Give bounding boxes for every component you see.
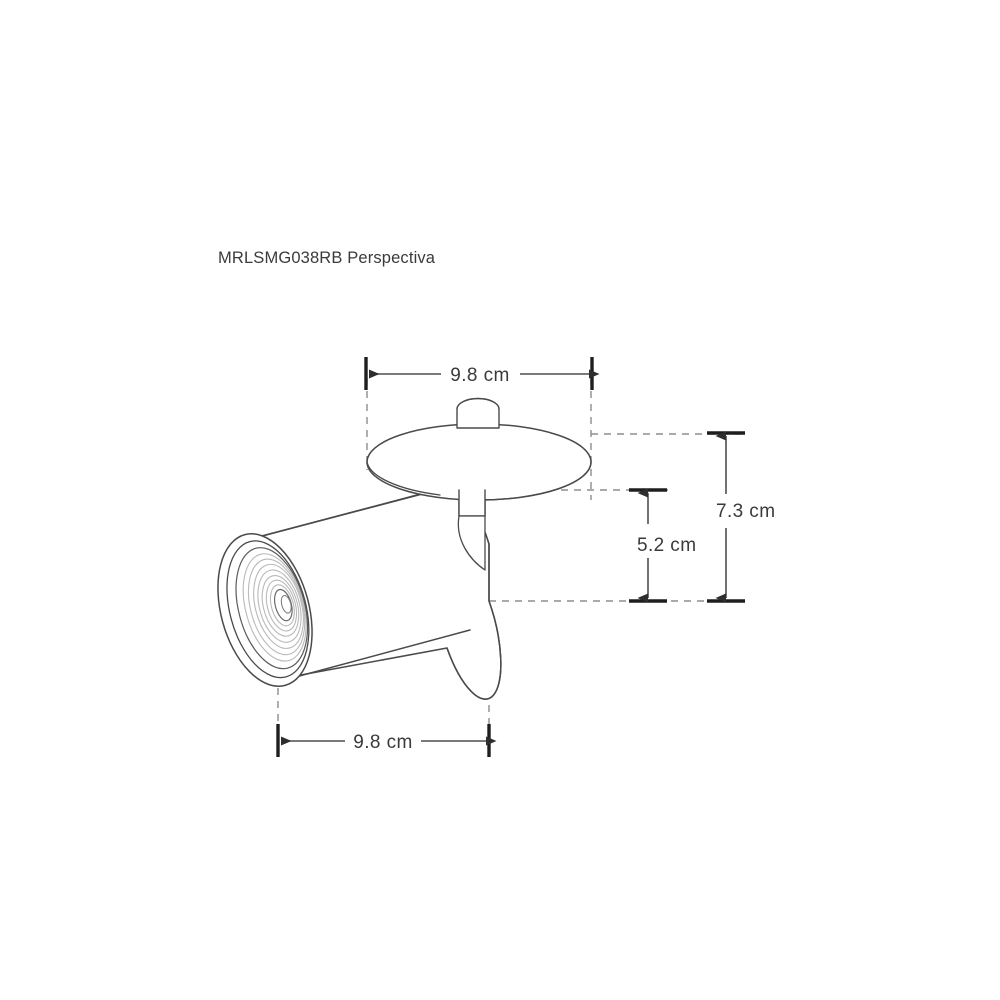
fresnel-ring <box>269 584 295 627</box>
cylinder-bottom-edge <box>291 629 471 679</box>
fresnel-lens-rings <box>242 553 307 662</box>
fresnel-ring <box>253 563 304 649</box>
spotlight-cylinder-body <box>261 485 502 700</box>
mounting-tab <box>456 397 500 429</box>
canopy-disc-rim-left <box>366 461 441 496</box>
product-geometry-group <box>217 397 592 700</box>
dim-label-fixture-height-body: 5.2 cm <box>637 535 696 556</box>
dimension-canopy-width: 9.8 cm <box>364 357 600 390</box>
lamp-bulb-inner <box>280 595 292 614</box>
cylinder-top-edge <box>261 486 450 537</box>
fresnel-ring <box>247 558 306 656</box>
dim-label-canopy-width: 9.8 cm <box>450 365 509 386</box>
fresnel-ring <box>257 569 302 643</box>
mounting-tab-top-arc <box>456 397 500 410</box>
dimension-projection-length: 9.8 cm <box>276 724 497 757</box>
dim-label-projection-length: 9.8 cm <box>353 732 412 753</box>
mounting-tab-outline <box>456 397 500 429</box>
fresnel-ring <box>265 579 298 632</box>
dim-label-fixture-height-total: 7.3 cm <box>716 501 775 522</box>
dimension-fixture-height-body: 5.2 cm <box>629 488 696 603</box>
fresnel-ring <box>242 553 307 662</box>
fresnel-ring <box>261 575 300 637</box>
knuckle-front-face <box>458 489 486 517</box>
canopy-disc-rim <box>478 461 592 501</box>
dimension-fixture-height-total: 7.3 cm <box>707 431 775 603</box>
page-title: MRLSMG038RB Perspectiva <box>218 249 436 267</box>
knuckle-body-fillet <box>457 515 486 571</box>
ceiling-canopy-plate <box>366 423 592 501</box>
lens-assembly <box>217 533 313 687</box>
